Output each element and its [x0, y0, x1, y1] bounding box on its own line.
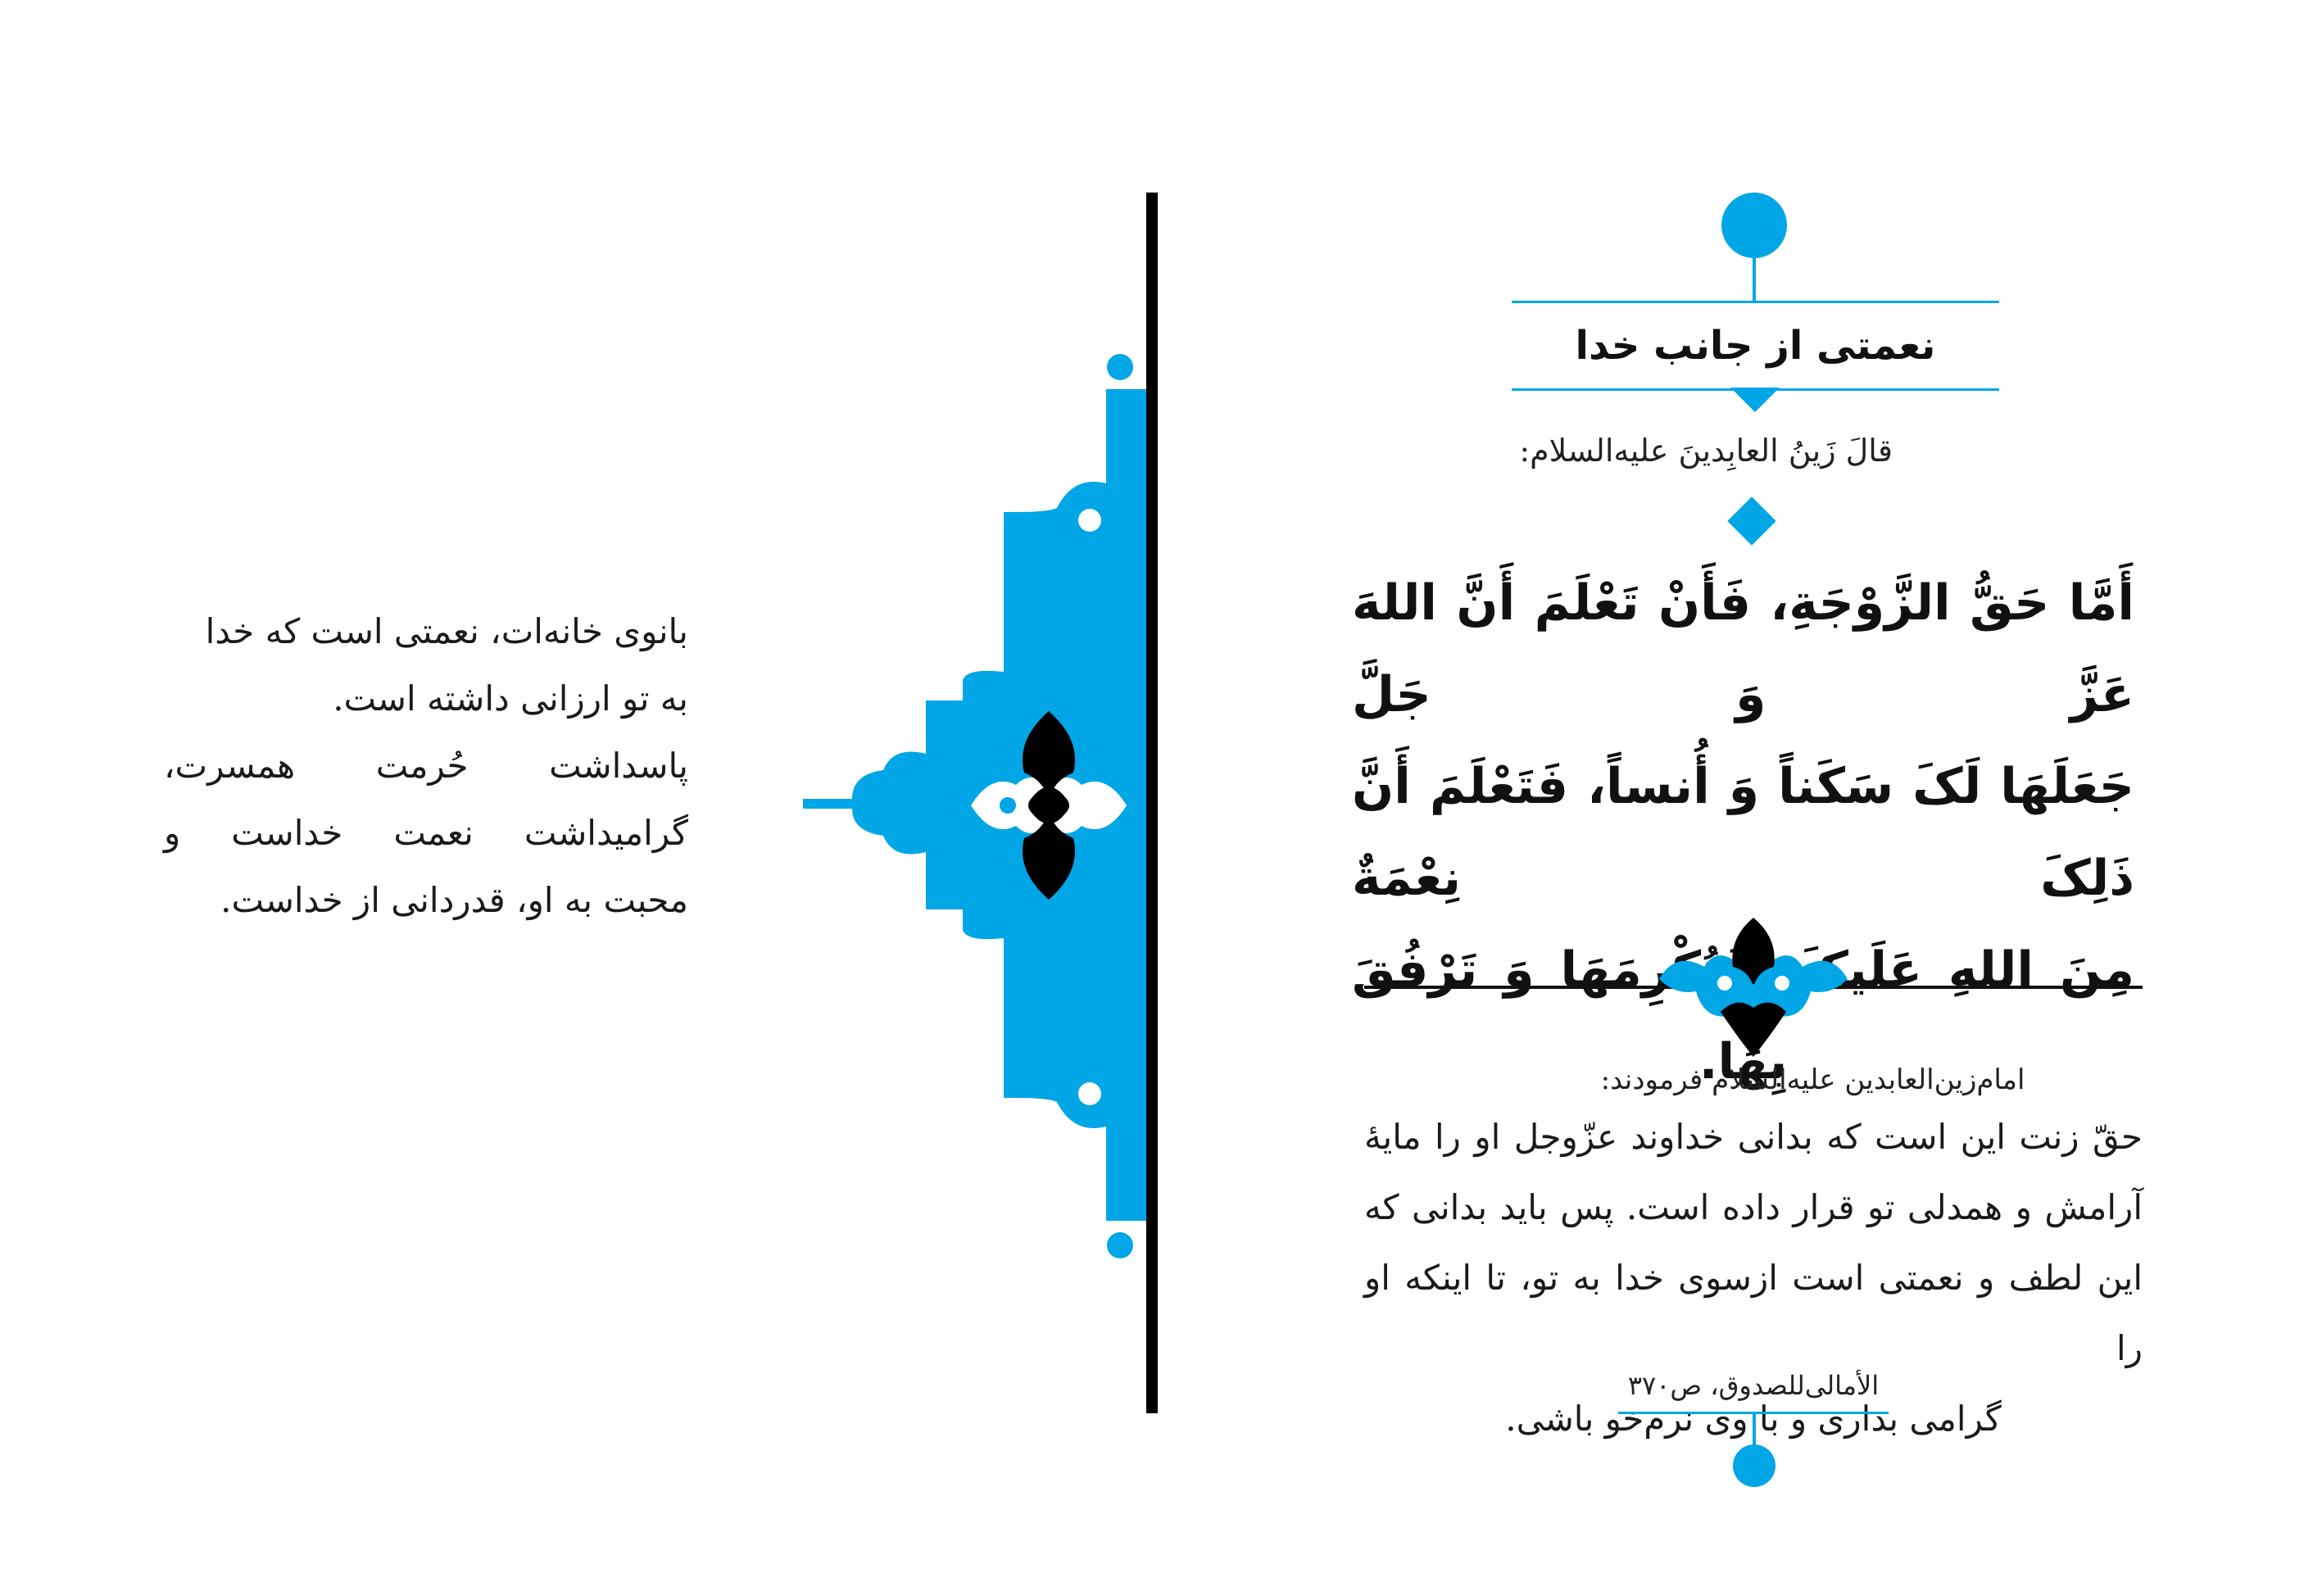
arabesque-frame-icon	[803, 354, 1147, 1258]
poem-line: پاسداشت حُرمت همسرت،	[164, 746, 688, 786]
diamond-icon	[1727, 496, 1776, 546]
translation-line: آرامش و همدلی تو قرار داده است. پس باید …	[1364, 1187, 2143, 1227]
translation-line: حقّ زنت این است که بدانی خداوند عزّوجل ا…	[1364, 1117, 2143, 1157]
poem-text: بانوی خانه‌ات، نعمتی است که خدا به تو ار…	[164, 598, 688, 934]
source-citation: الأمالی‌للصدوق، ص۳۷۰	[1627, 1370, 1880, 1401]
lotus-flower-icon	[1659, 918, 1848, 1057]
pointer-triangle-icon	[1730, 388, 1780, 412]
page-title: نعمتی از جانب خدا	[1575, 323, 1936, 369]
poem-line: گرامیداشت نعمت خداست و	[164, 813, 688, 853]
imam-attribution: امام‌زین‌العابدین علیه‌السلام فرمودند:	[1600, 1063, 2025, 1096]
translation-line: این لطف و نعمتی است ازسوی خدا به تو، تا …	[1364, 1258, 2143, 1368]
divider-line	[1827, 986, 2143, 989]
vertical-divider	[1146, 193, 1158, 1413]
title-box: نعمتی از جانب خدا	[1512, 301, 1999, 391]
poem-line: به تو ارزانی داشته است.	[333, 678, 688, 719]
top-dot-icon	[1721, 193, 1787, 258]
poem-line: بانوی خانه‌ات، نعمتی است که خدا	[205, 611, 688, 651]
bottom-stem	[1753, 1414, 1756, 1447]
arabic-line: جَعَلَهَا لَکَ سَکَناً وَ أُنساً، فَتَعْ…	[1352, 758, 2134, 907]
source-underline	[1618, 1412, 1889, 1414]
bottom-dot-icon	[1733, 1444, 1776, 1487]
divider-line	[1364, 986, 1684, 989]
poem-line: محبت به او، قدردانی از خداست.	[220, 880, 688, 920]
top-stem	[1753, 258, 1756, 301]
hadith-attribution: قالَ زَینُ العابِدینَ علیه‌السلام:	[1519, 433, 1893, 469]
persian-translation: حقّ زنت این است که بدانی خداوند عزّوجل ا…	[1364, 1102, 2143, 1454]
arabic-line: أَمَّا حَقُّ الزَّوْجَةِ، فَأَنْ تَعْلَم…	[1352, 574, 2134, 723]
